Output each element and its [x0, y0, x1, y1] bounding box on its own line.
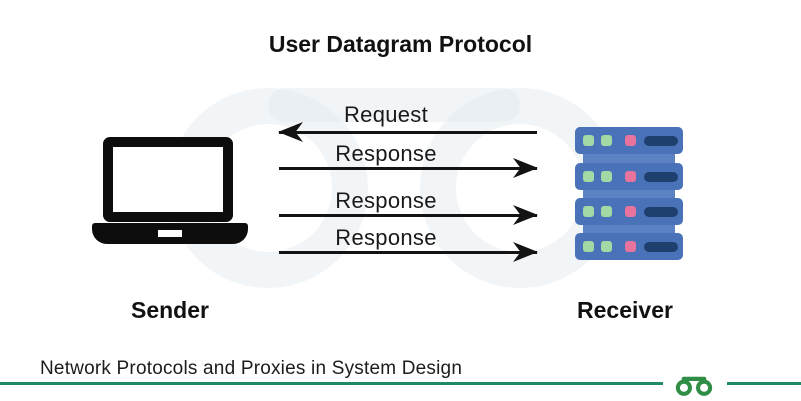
server-drive-bar	[644, 171, 678, 182]
server-unit	[575, 127, 683, 154]
message-label: Response	[335, 225, 437, 250]
server-unit	[575, 163, 683, 190]
receiver-label: Receiver	[577, 297, 673, 323]
server-led-green	[601, 241, 612, 252]
server-led-green	[601, 135, 612, 146]
laptop-base	[92, 223, 248, 244]
server-drive-bar	[644, 206, 678, 217]
footer-line-right	[727, 382, 801, 385]
arrow-line	[279, 205, 538, 225]
message-response-3: Response	[279, 225, 538, 262]
server-led-green	[601, 206, 612, 217]
server-drive-bar	[644, 135, 678, 146]
laptop-notch	[158, 230, 182, 237]
server-led-green	[583, 206, 594, 217]
laptop-screen	[103, 137, 233, 222]
server-unit	[575, 233, 683, 260]
laptop-icon	[92, 137, 248, 244]
server-drive-bar	[644, 241, 678, 252]
message-label: Request	[343, 102, 429, 127]
arrow-right-icon	[513, 205, 538, 225]
arrow-right-icon	[513, 242, 538, 262]
server-spine	[583, 135, 675, 252]
server-led-green	[583, 171, 594, 182]
arrow-line	[278, 122, 537, 142]
server-led-green	[601, 171, 612, 182]
diagram-title: User Datagram Protocol	[268, 31, 533, 57]
sender-label: Sender	[131, 297, 209, 323]
message-response-2: Response	[279, 188, 538, 225]
message-response-1: Response	[279, 141, 538, 178]
server-led-green	[583, 135, 594, 146]
message-label: Response	[335, 188, 437, 213]
footer-line-left	[0, 382, 663, 385]
caption-text: Network Protocols and Proxies in System …	[40, 358, 463, 379]
arrow-line	[279, 158, 538, 178]
message-label: Response	[335, 141, 437, 166]
watermark-bar	[268, 88, 520, 122]
message-request: Request	[278, 102, 537, 142]
arrow-right-icon	[513, 158, 538, 178]
server-led-pink	[625, 241, 636, 252]
server-led-pink	[625, 206, 636, 217]
server-led-pink	[625, 135, 636, 146]
server-led-pink	[625, 171, 636, 182]
server-rack-icon	[575, 127, 683, 260]
arrow-line	[279, 242, 538, 262]
geeksforgeeks-logo-icon	[675, 376, 713, 396]
server-led-green	[583, 241, 594, 252]
server-unit	[575, 198, 683, 225]
